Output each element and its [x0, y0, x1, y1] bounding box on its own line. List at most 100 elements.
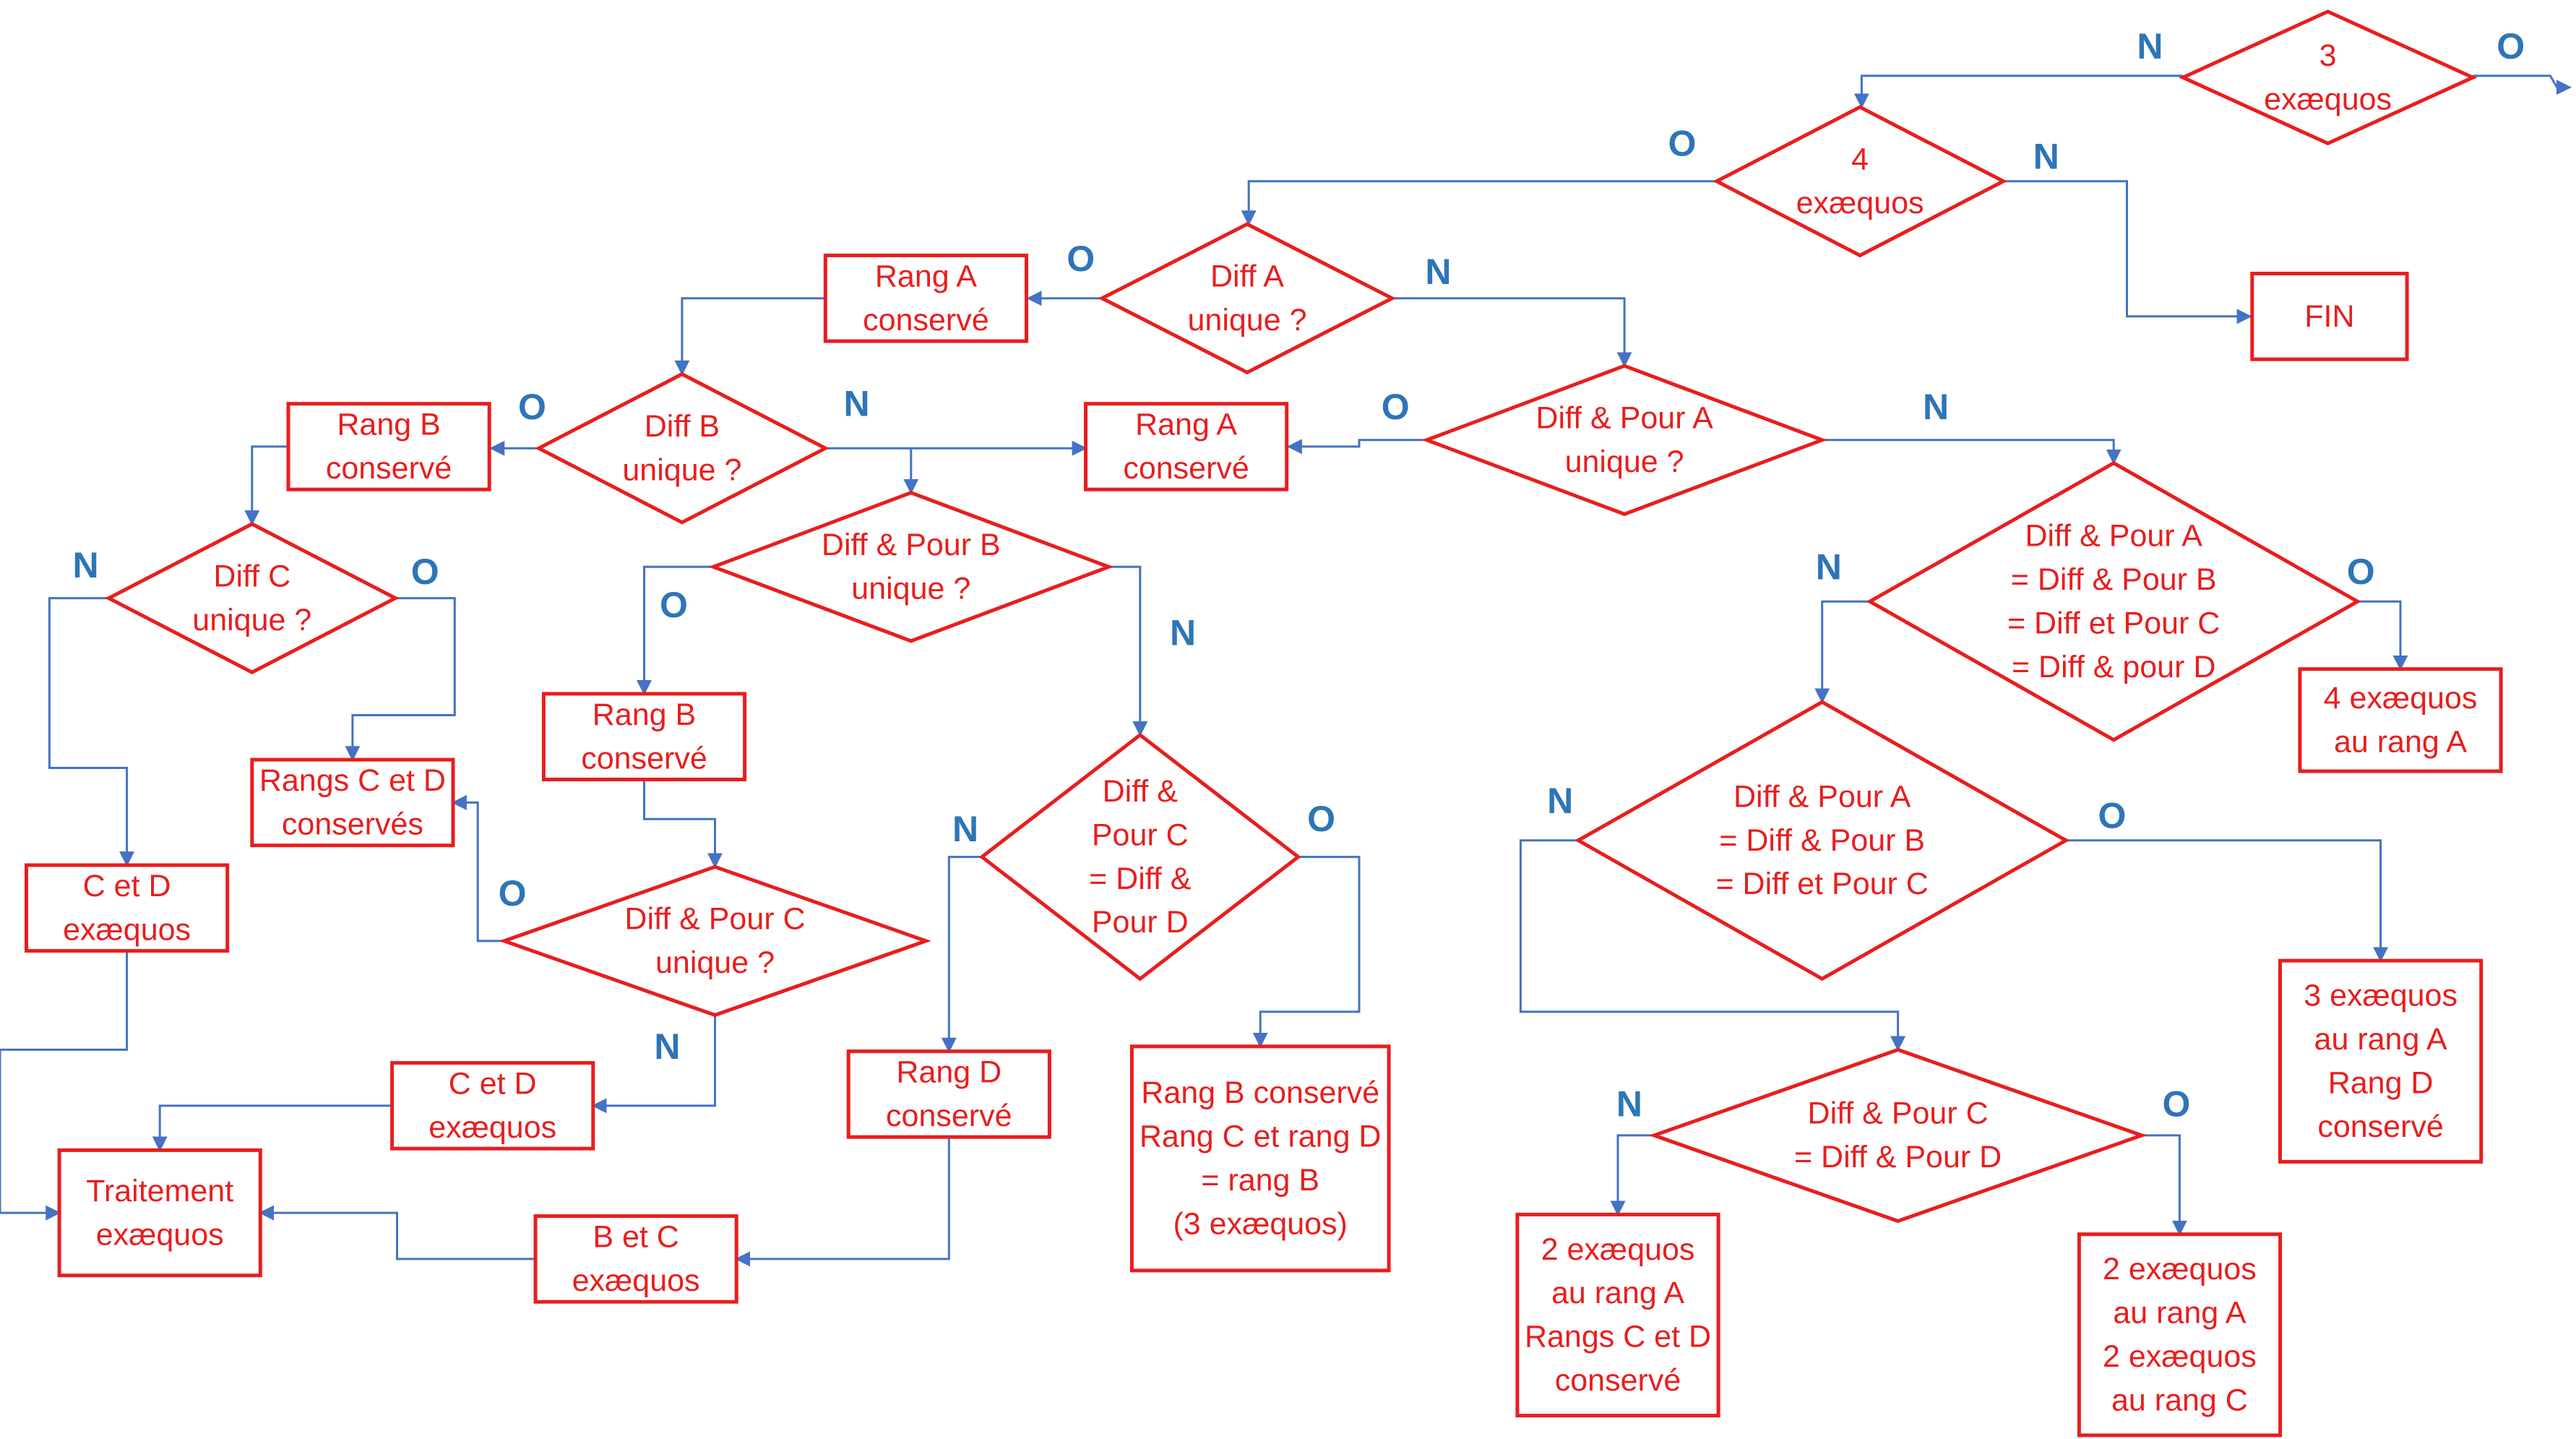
node-text: conservés [282, 807, 423, 842]
node-text: Rang B conservé [1141, 1075, 1379, 1110]
process-box [250, 757, 455, 848]
branch-label-dDPCeqDPD2_no: N [1616, 1084, 1642, 1125]
node-text: 3 [2319, 38, 2337, 73]
node-text: 2 exæquos [2103, 1252, 2257, 1286]
node-text: Diff B [645, 409, 720, 444]
connector-arrow [1610, 1134, 1655, 1216]
node-text: conservé [1555, 1363, 1681, 1398]
branch-label-dAll4_no: N [1816, 546, 1842, 587]
node-text: Diff A [1210, 259, 1284, 294]
decision-diamond [2178, 9, 2478, 146]
branch-label-dDiffB_no: N [844, 384, 870, 424]
connector-arrow [637, 565, 714, 695]
branch-label-dDiffPourB_yes: O [660, 585, 688, 625]
node-text: 2 exæquos [2103, 1339, 2257, 1374]
node-text: Rang B [337, 408, 440, 442]
branch-label-dDiffC_no: N [73, 545, 99, 585]
node-text: Diff C [213, 559, 290, 593]
connector-arrow [2004, 180, 2252, 325]
branch-label-d4_yes: O [1668, 123, 1696, 163]
decision-diamond [499, 864, 931, 1018]
connector-arrow [259, 1205, 535, 1260]
connector-arrow [674, 297, 826, 376]
node-text: unique ? [622, 452, 741, 487]
connector-arrow [345, 597, 456, 762]
process-box [823, 253, 1029, 343]
node-text: exæquos [572, 1263, 700, 1298]
node-text: exæquos [96, 1217, 224, 1252]
process-box [1129, 1044, 1391, 1273]
branch-label-dAll3_yes: O [2098, 796, 2127, 836]
branch-label-dDiffPourC_no: N [654, 1026, 680, 1067]
node-text: 3 exæquos [2304, 979, 2457, 1013]
node-fin: FIN [2250, 272, 2409, 361]
connector-arrow [1853, 74, 2183, 109]
connector-arrow [735, 1137, 950, 1267]
decision-diamond [1866, 460, 2361, 742]
node-text: au rang A [2334, 725, 2467, 760]
process-box [2077, 1232, 2283, 1438]
process-box [846, 1049, 1051, 1139]
branch-label-dDiffPourA_yes: O [1382, 387, 1410, 427]
node-dDPCeqDPD2: Diff & Pour C= Diff & Pour D [1648, 1047, 2148, 1224]
node-text: = Diff et Pour C [1716, 867, 1929, 901]
node-text: = Diff & [1089, 862, 1192, 896]
node-text: Rangs C et D [1525, 1320, 1711, 1354]
connector-arrow [0, 950, 129, 1221]
connector-arrow [1252, 856, 1361, 1048]
node-text: C et D [449, 1067, 537, 1101]
node-text: FIN [2304, 299, 2354, 334]
branch-label-dDiffB_yes: O [518, 387, 546, 427]
node-text: 4 exæquos [2324, 681, 2478, 716]
connector-arrow [2142, 1134, 2187, 1236]
branch-label-dDPCeqDPD1_yes: O [1307, 799, 1335, 839]
node-text: = Diff et Pour C [2007, 606, 2220, 640]
connector-arrow [1286, 439, 1427, 455]
node-dDPCeqDPD1: Diff &Pour C= Diff &Pour D [978, 732, 1301, 981]
node-rCD2: C et D exæquos [390, 1061, 595, 1151]
node-dAll4: Diff & Pour A= Diff & Pour B= Diff et Po… [1866, 460, 2361, 742]
node-text: conservé [863, 303, 988, 338]
node-text: 2 exæquos [1541, 1232, 1695, 1267]
node-text: = Diff & Pour B [1719, 823, 1925, 858]
process-box [2278, 958, 2484, 1164]
node-text: Rang A [1135, 408, 1237, 442]
process-box [533, 1214, 738, 1304]
connector-arrow [1241, 180, 1717, 226]
process-box [2250, 272, 2409, 361]
node-text: Pour D [1092, 905, 1189, 940]
node-text: Diff & Pour A [1733, 779, 1911, 814]
process-box [541, 692, 747, 782]
node-text: unique ? [192, 603, 311, 637]
node-text: Rang C et rang D [1140, 1120, 1382, 1154]
branch-label-dDiffPourA_no: N [1923, 387, 1949, 427]
branch-label-d4_no: N [2033, 137, 2059, 177]
connector-arrow [941, 856, 982, 1053]
connector-arrow [1519, 839, 1906, 1052]
branch-label-dDiffPourC_yes: O [499, 873, 527, 914]
node-r4exA: 4 exæquos au rang A [2298, 667, 2503, 773]
node-text: au rang C [2111, 1383, 2248, 1417]
node-text: exæquos [428, 1110, 556, 1145]
node-text: Diff & [1103, 774, 1179, 809]
connector-arrow [2473, 74, 2572, 95]
connector-arrow [152, 1104, 392, 1152]
node-text: unique ? [1565, 444, 1684, 479]
node-text: Diff & Pour C [624, 902, 805, 937]
node-text: C et D [83, 869, 171, 903]
process-box [57, 1148, 262, 1278]
branch-label-dDPCeqDPD2_yes: O [2162, 1084, 2190, 1125]
node-dDiffC: Diff C unique ? [105, 522, 400, 675]
branch-label-dDiffPourB_no: N [1170, 613, 1196, 653]
node-text: Diff & Pour A [2025, 519, 2203, 554]
